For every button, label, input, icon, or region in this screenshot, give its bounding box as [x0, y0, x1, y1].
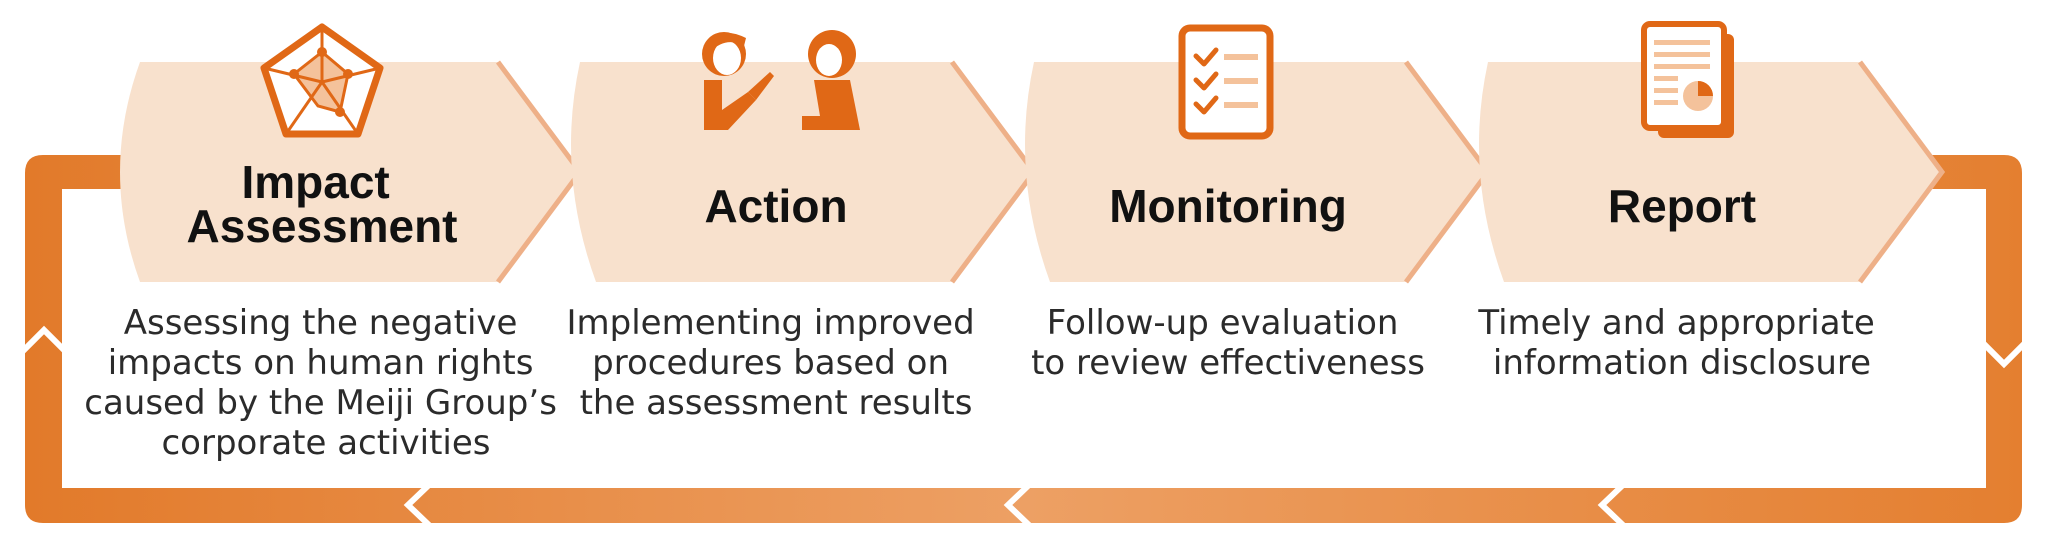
chevron-action	[571, 60, 1038, 284]
bottom-notch-1	[1597, 481, 1627, 529]
left-notch	[19, 325, 69, 355]
step-description-action: Implementing improved procedures based o…	[566, 303, 985, 423]
radar-chart-icon	[260, 23, 384, 138]
right-notch	[1979, 339, 2029, 369]
step-description-monitoring: Follow-up evaluation to review effective…	[1031, 303, 1425, 383]
step-title-report: Report	[1608, 180, 1756, 232]
checklist-icon	[1178, 24, 1274, 140]
step-title-monitoring: Monitoring	[1109, 180, 1347, 232]
step-description-impact-assessment: Assessing the negative impacts on human …	[84, 303, 567, 463]
step-description-report: Timely and appropriate information discl…	[1477, 303, 1885, 383]
step-title-impact-assessment: Impact Assessment	[186, 156, 457, 252]
people-discussion-icon	[702, 30, 860, 130]
feedback-loop-arrow	[19, 155, 2029, 529]
report-document-icon	[1641, 21, 1734, 138]
step-title-action: Action	[704, 180, 847, 232]
bottom-notch-3	[403, 481, 433, 529]
chevron-report	[1479, 60, 1946, 284]
bottom-notch-2	[1003, 481, 1033, 529]
loop-notches	[19, 325, 2029, 529]
process-chevrons	[120, 60, 1946, 284]
